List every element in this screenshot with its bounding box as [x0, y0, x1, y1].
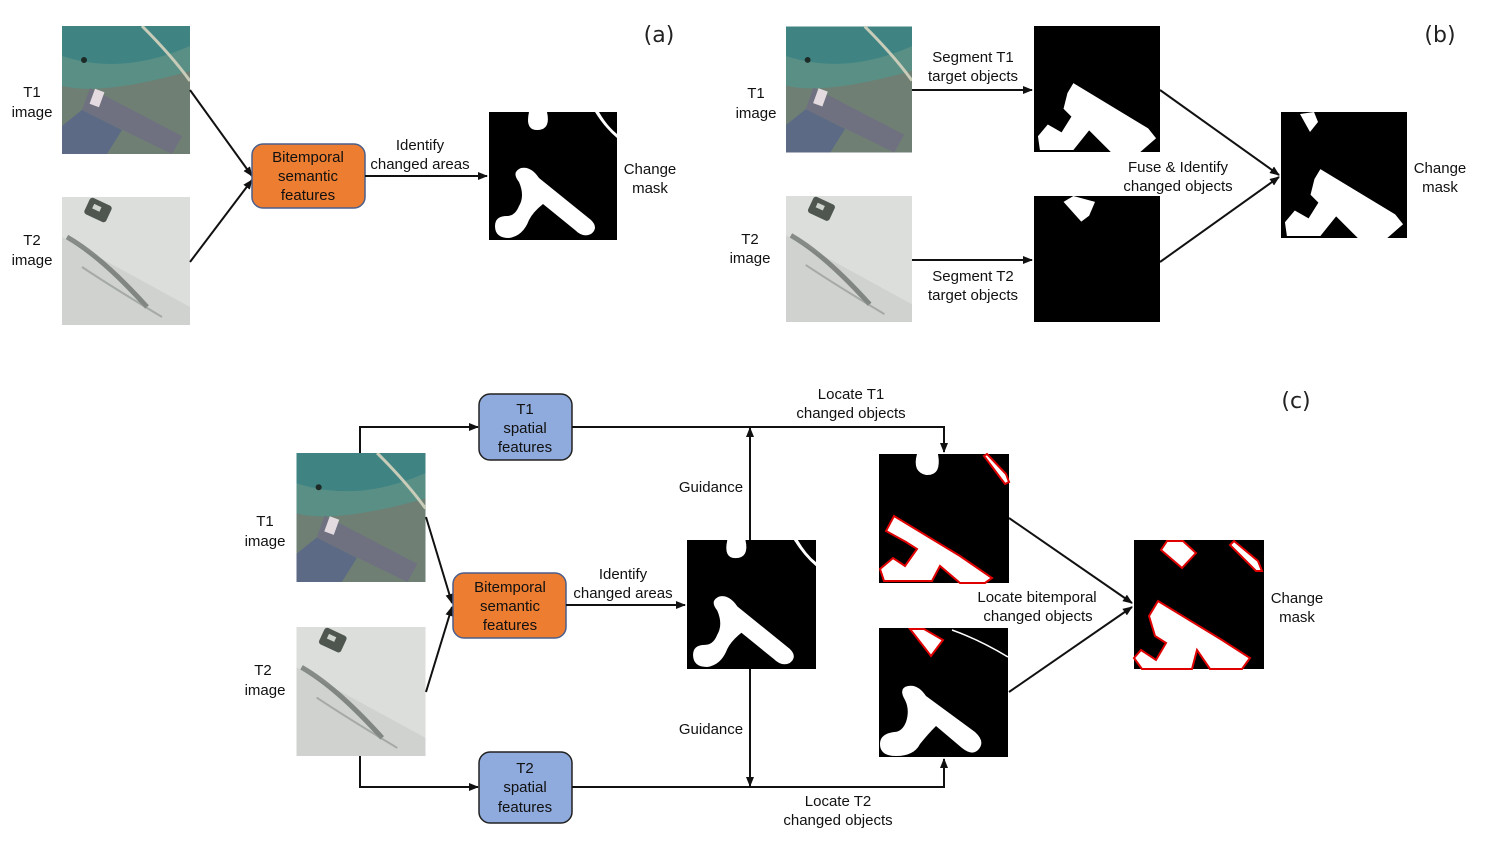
edge-label-line1: Identify: [396, 137, 445, 154]
edge-t2-to-semantic: [189, 179, 253, 263]
semantic-box-line2: semantic: [278, 168, 339, 185]
t2-label-line1: T2: [23, 232, 41, 249]
edge-t1-to-semantic: [425, 516, 454, 604]
t2-label-line1: T2: [741, 231, 759, 248]
semantic-box-line1: Bitemporal: [272, 149, 344, 166]
t2-label-line2: image: [12, 252, 53, 269]
change-mask-image: [489, 112, 617, 240]
locate-t2-line2: changed objects: [783, 812, 892, 829]
t2-spatial-line1: T2: [516, 760, 534, 777]
t2-changed-objects-mask: [879, 628, 1009, 757]
t1-spatial-line3: features: [498, 439, 552, 456]
t2-label-line2: image: [245, 682, 286, 699]
edge-locate-t2: [572, 758, 948, 788]
guidance-bottom-label: Guidance: [679, 721, 743, 738]
t1-spatial-line2: spatial: [503, 420, 546, 437]
locate-t1-line2: changed objects: [796, 405, 905, 422]
output-label-line1: Change: [624, 161, 677, 178]
t2-spatial-line2: spatial: [503, 779, 546, 796]
semantic-box-line3: features: [281, 187, 335, 204]
output-label-line1: Change: [1414, 160, 1467, 177]
output-label-line2: mask: [1279, 609, 1315, 626]
edge-t1-to-semantic: [189, 89, 253, 177]
seg-t1-line1: Segment T1: [932, 49, 1013, 66]
t1-label-line1: T1: [23, 84, 41, 101]
t1-satellite-image: [62, 26, 190, 154]
semantic-box-line1: Bitemporal: [474, 579, 546, 596]
panel-tag-c: (c): [1281, 389, 1310, 414]
t2-segmentation-mask: [1034, 196, 1160, 322]
panel-tag-a: (a): [644, 23, 675, 48]
output-label-line2: mask: [632, 180, 668, 197]
output-label-line1: Change: [1271, 590, 1324, 607]
semantic-box-line3: features: [483, 617, 537, 634]
edge-t2mask-to-output: [1159, 176, 1280, 263]
locate-t2-line1: Locate T2: [805, 793, 871, 810]
change-mask-image: [1132, 539, 1264, 670]
t1-label-line1: T1: [256, 513, 274, 530]
t1-label-line2: image: [245, 533, 286, 550]
t1-label-line2: image: [736, 105, 777, 122]
t1-segmentation-mask: [1034, 26, 1160, 152]
edge-t2objects-to-output: [1008, 606, 1133, 693]
edge-t2-to-semantic: [425, 606, 454, 693]
edge-t1-to-spatial: [359, 423, 479, 453]
panel-b: (b) T1 image T2 image Segment T1 target …: [730, 23, 1467, 322]
edge-t2-to-spatial: [359, 756, 479, 791]
panel-tag-b: (b): [1424, 23, 1455, 48]
semantic-box-line2: semantic: [480, 598, 541, 615]
t1-spatial-line1: T1: [516, 401, 534, 418]
edge-t1mask-to-output: [1159, 89, 1280, 176]
t2-satellite-image: [297, 627, 426, 756]
locate-bi-line2: changed objects: [983, 608, 1092, 625]
panel-c: (c) T1 image T2 image T1 spatial feature…: [245, 386, 1324, 829]
t2-satellite-image: [62, 197, 190, 325]
guidance-top-label: Guidance: [679, 479, 743, 496]
t2-spatial-line3: features: [498, 799, 552, 816]
seg-t2-line1: Segment T2: [932, 268, 1013, 285]
t1-label-line2: image: [12, 104, 53, 121]
t1-satellite-image: [296, 453, 426, 582]
t1-changed-objects-mask: [878, 452, 1011, 584]
output-label-line2: mask: [1422, 179, 1458, 196]
panel-a: (a) T1 image T2 image Bitemporal semanti…: [12, 23, 677, 325]
fuse-line1: Fuse & Identify: [1128, 159, 1229, 176]
edge-label-line2: changed areas: [573, 585, 672, 602]
change-mask-image: [1281, 112, 1407, 238]
edge-t1objects-to-output: [1008, 517, 1133, 604]
t1-satellite-image: [786, 26, 912, 153]
seg-t1-line2: target objects: [928, 68, 1018, 85]
t2-label-line1: T2: [254, 662, 272, 679]
intermediate-change-mask: [687, 540, 816, 669]
locate-t1-line1: Locate T1: [818, 386, 884, 403]
fuse-line2: changed objects: [1123, 178, 1232, 195]
edge-locate-t1: [572, 426, 948, 453]
locate-bi-line1: Locate bitemporal: [977, 589, 1096, 606]
t2-satellite-image: [786, 196, 912, 322]
edge-label-line1: Identify: [599, 566, 648, 583]
t2-label-line2: image: [730, 250, 771, 267]
t1-label-line1: T1: [747, 85, 765, 102]
edge-label-line2: changed areas: [370, 156, 469, 173]
seg-t2-line2: target objects: [928, 287, 1018, 304]
